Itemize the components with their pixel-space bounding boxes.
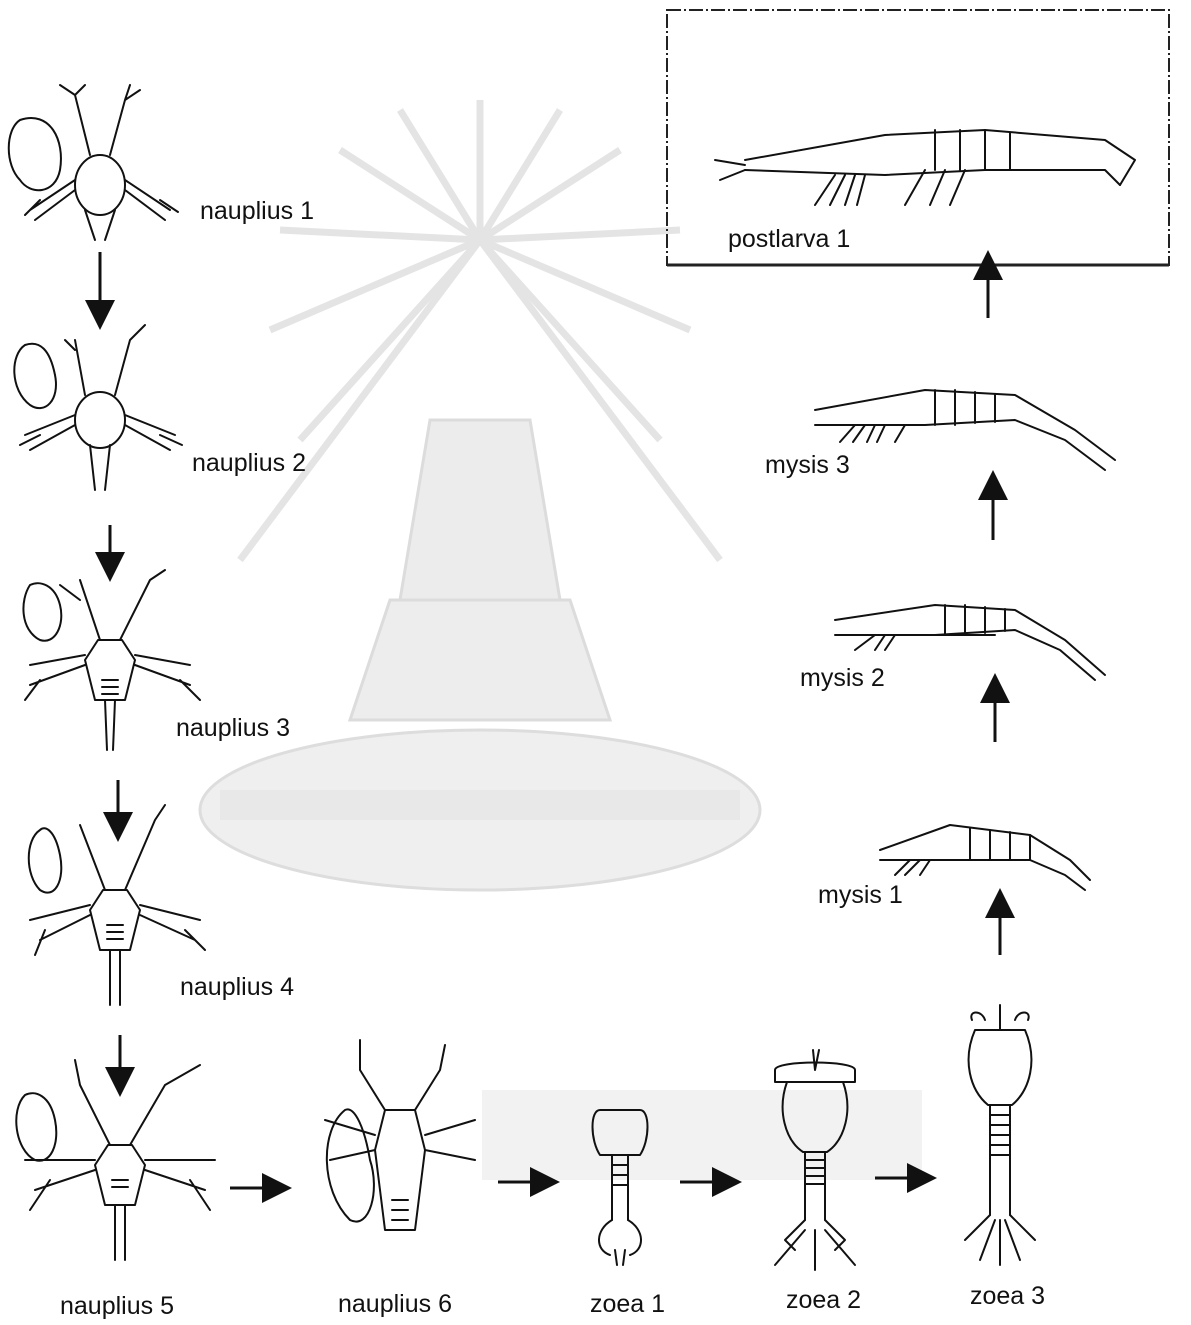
label-mysis-2: mysis 2 <box>800 664 885 693</box>
label-nauplius-3: nauplius 3 <box>176 714 290 743</box>
label-mysis-3: mysis 3 <box>765 451 850 480</box>
label-zoea-1: zoea 1 <box>590 1290 665 1319</box>
label-nauplius-6: nauplius 6 <box>338 1290 452 1319</box>
label-mysis-1: mysis 1 <box>818 881 903 910</box>
label-nauplius-1: nauplius 1 <box>200 197 314 226</box>
label-zoea-3: zoea 3 <box>970 1282 1045 1311</box>
label-nauplius-2: nauplius 2 <box>192 449 306 478</box>
label-nauplius-5: nauplius 5 <box>60 1292 174 1321</box>
label-postlarva-1: postlarva 1 <box>728 225 850 254</box>
label-zoea-2: zoea 2 <box>786 1286 861 1315</box>
label-nauplius-4: nauplius 4 <box>180 973 294 1002</box>
